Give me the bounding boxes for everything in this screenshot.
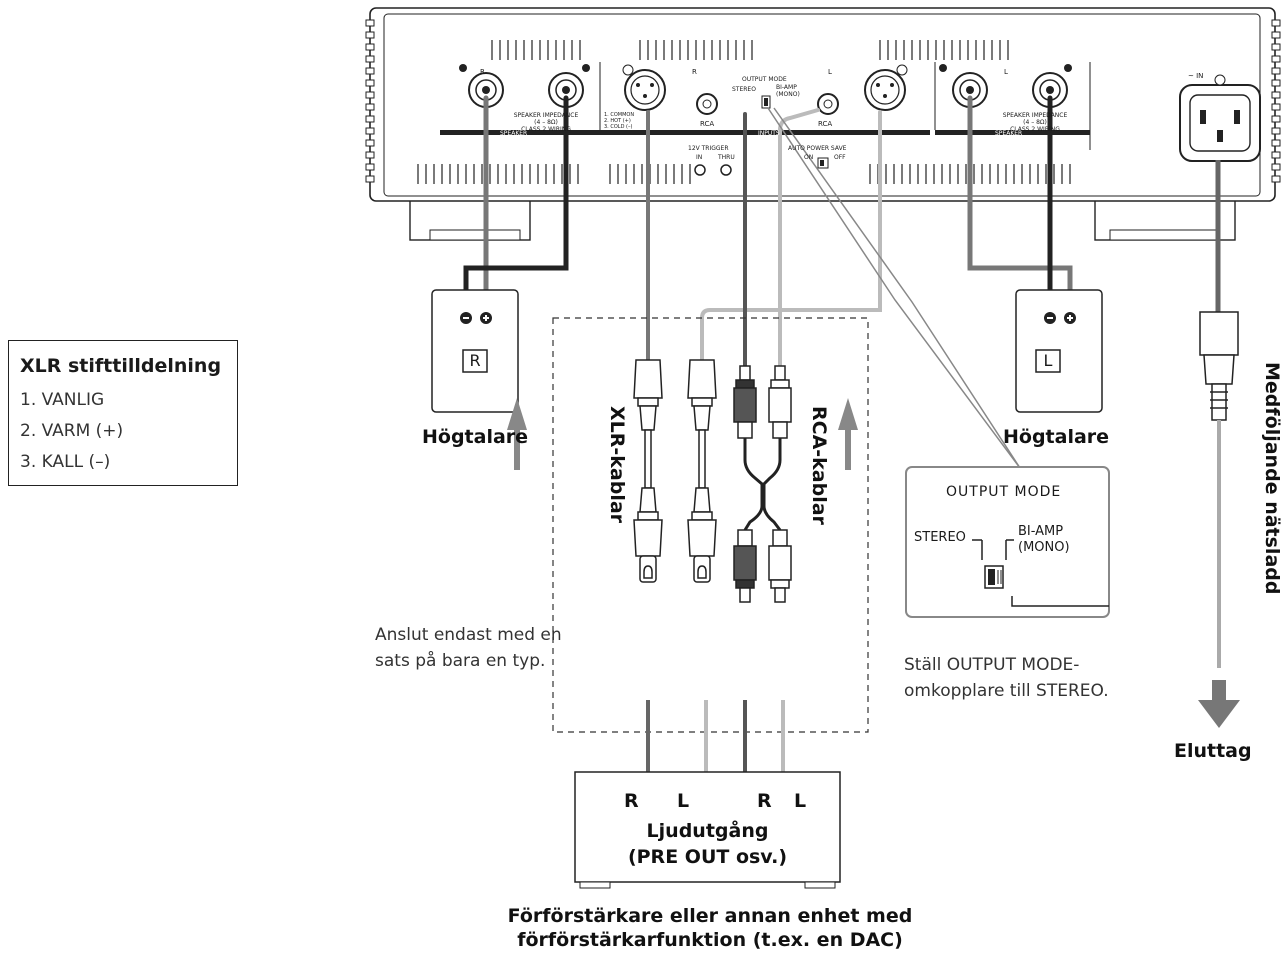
preamp-ch-3: R (757, 790, 772, 812)
xlr-plug-left (687, 359, 717, 583)
speaker-right-channel: R (469, 351, 481, 370)
stereo-note: Ställ OUTPUT MODE- omkopplare till STERE… (904, 655, 1109, 701)
panel-impedance-l: SPEAKER IMPEDANCE(4 – 8Ω)CLASS 2 WIRING (1002, 112, 1068, 133)
panel-ch-r-speaker: R (480, 68, 485, 76)
speaker-left-channel: L (1043, 351, 1053, 370)
panel-power-save-off: OFF (834, 154, 846, 161)
panel-trigger-thru: THRU (718, 154, 735, 161)
cable-group-box (552, 317, 869, 733)
xlr-pin-2: 2. VARM (+) (20, 421, 124, 441)
xlr-pin-title: XLR stifttilldelning (20, 355, 222, 377)
speaker-right-label: Högtalare (422, 426, 529, 448)
panel-rca-r: RCA (700, 120, 715, 128)
one-type-note: Anslut endast med en sats på bara en typ… (375, 625, 562, 671)
speaker-left (1015, 289, 1103, 413)
panel-impedance-r: SPEAKER IMPEDANCE(4 – 8Ω)CLASS 2 WIRING (513, 112, 579, 133)
panel-ch-r-input: R (692, 68, 697, 76)
outlet-label: Eluttag (1174, 740, 1252, 762)
panel-speaker-r: SPEAKER (500, 130, 528, 137)
panel-ac-in: ~ IN (1188, 72, 1204, 80)
panel-ch-l-speaker: L (1004, 68, 1008, 76)
panel-speaker-l: SPEAKER (995, 130, 1023, 137)
down-arrow-icon (1198, 680, 1240, 728)
callout-output-mode: OUTPUT MODE (946, 484, 1062, 500)
rca-cable-pair (733, 365, 792, 603)
panel-rca-l: RCA (818, 120, 833, 128)
panel-stereo: STEREO (732, 86, 756, 93)
callout-stereo: STEREO (914, 530, 966, 545)
xlr-plug-right (633, 359, 663, 583)
panel-power-save-on: ON (804, 154, 814, 161)
speaker-right (431, 289, 519, 413)
preamp-ch-4: L (794, 790, 807, 812)
panel-ch-l-input: L (828, 68, 832, 76)
xlr-pin-1: 1. VANLIG (20, 390, 105, 410)
signal-cables (646, 108, 882, 369)
panel-inputs: INPUTS (758, 130, 780, 137)
preamp-device-label: Förförstärkare eller annan enhet med för… (507, 905, 913, 951)
xlr-cables-label: XLR-kablar (606, 406, 628, 524)
power-cord-label: Medföljande nätsladd (1261, 362, 1283, 595)
xlr-pin-3: 3. KALL (–) (20, 452, 111, 472)
panel-trigger: 12V TRIGGER (688, 145, 729, 152)
panel-output-mode: OUTPUT MODE (742, 76, 787, 83)
rca-cables-label: RCA-kablar (808, 406, 830, 525)
preamp-device (574, 771, 841, 889)
speaker-left-label: Högtalare (1003, 426, 1110, 448)
power-cord (1199, 160, 1239, 668)
up-arrow-icon (507, 398, 527, 470)
preamp-ch-2: L (677, 790, 690, 812)
panel-biamp: BI-AMP(MONO) (776, 84, 800, 98)
preamp-output-label: Ljudutgång (PRE OUT osv.) (627, 820, 788, 868)
callout-pointer (767, 107, 1021, 469)
xlr-pin-assignment-box (8, 340, 238, 486)
panel-power-save: AUTO POWER SAVE (788, 145, 847, 152)
output-mode-callout (905, 466, 1110, 618)
callout-biamp: BI-AMP (MONO) (1018, 524, 1070, 555)
panel-trigger-in: IN (696, 154, 703, 161)
up-arrow-icon (838, 398, 858, 470)
preamp-ch-1: R (624, 790, 639, 812)
speaker-cables (463, 95, 1073, 313)
